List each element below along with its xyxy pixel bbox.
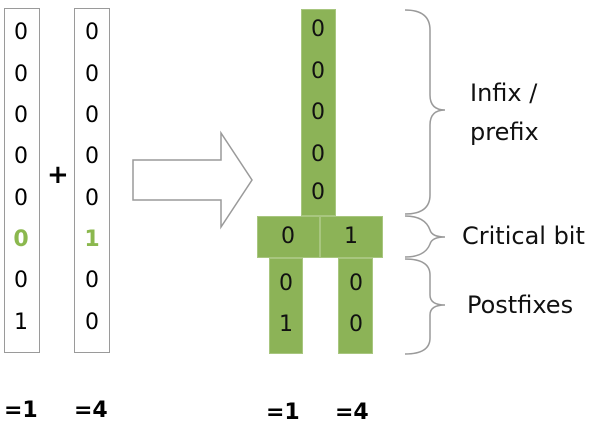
bit-a-6: 0 xyxy=(14,268,28,293)
prefix-bit-1: 0 xyxy=(311,59,325,84)
prefix-bit-0: 0 xyxy=(311,17,325,42)
critical-bit-left-value: 0 xyxy=(281,224,295,249)
bit-b-1: 0 xyxy=(85,62,99,87)
label-infix: Infix / xyxy=(470,79,538,107)
brace-critical-icon xyxy=(404,215,446,258)
bit-column-a xyxy=(4,8,40,353)
bit-b-0: 0 xyxy=(85,20,99,45)
bit-a-4: 0 xyxy=(14,186,28,211)
plus-sign: + xyxy=(47,160,69,190)
bit-a-2: 0 xyxy=(14,103,28,128)
bit-b-2: 0 xyxy=(85,103,99,128)
label-critical-bit: Critical bit xyxy=(462,222,585,250)
bit-b-3: 0 xyxy=(85,144,99,169)
prefix-block xyxy=(301,9,336,216)
bit-b-6: 0 xyxy=(85,268,99,293)
postfix-left-block xyxy=(269,258,303,354)
bit-column-b xyxy=(74,8,110,353)
postfix-right-block xyxy=(338,258,373,354)
bit-a-1: 0 xyxy=(14,62,28,87)
bit-b-7: 0 xyxy=(85,310,99,335)
bit-b-critical: 1 xyxy=(84,227,100,252)
prefix-bit-2: 0 xyxy=(311,100,325,125)
postfix-right-bit-1: 0 xyxy=(349,312,363,337)
postfix-right-bit-0: 0 xyxy=(349,271,363,296)
critical-bit-right xyxy=(320,216,383,258)
tree-result-left: =1 xyxy=(266,400,300,425)
bit-a-0: 0 xyxy=(14,20,28,45)
prefix-bit-3: 0 xyxy=(311,142,325,167)
result-a: =1 xyxy=(4,398,38,423)
brace-postfix-icon xyxy=(404,258,446,355)
brace-prefix-icon xyxy=(404,9,446,215)
bit-b-4: 0 xyxy=(85,186,99,211)
critical-bit-left xyxy=(257,216,320,258)
postfix-left-bit-0: 0 xyxy=(279,271,293,296)
bit-a-7: 1 xyxy=(14,310,28,335)
prefix-bit-4: 0 xyxy=(311,180,325,205)
postfix-left-bit-1: 1 xyxy=(279,312,293,337)
tree-result-right: =4 xyxy=(335,400,369,425)
label-prefix: prefix xyxy=(470,118,539,146)
bit-a-critical: 0 xyxy=(13,227,29,252)
label-postfixes: Postfixes xyxy=(467,291,574,319)
right-arrow-icon xyxy=(132,130,253,230)
result-b: =4 xyxy=(74,398,108,423)
critical-bit-right-value: 1 xyxy=(344,224,358,249)
bit-a-3: 0 xyxy=(14,144,28,169)
